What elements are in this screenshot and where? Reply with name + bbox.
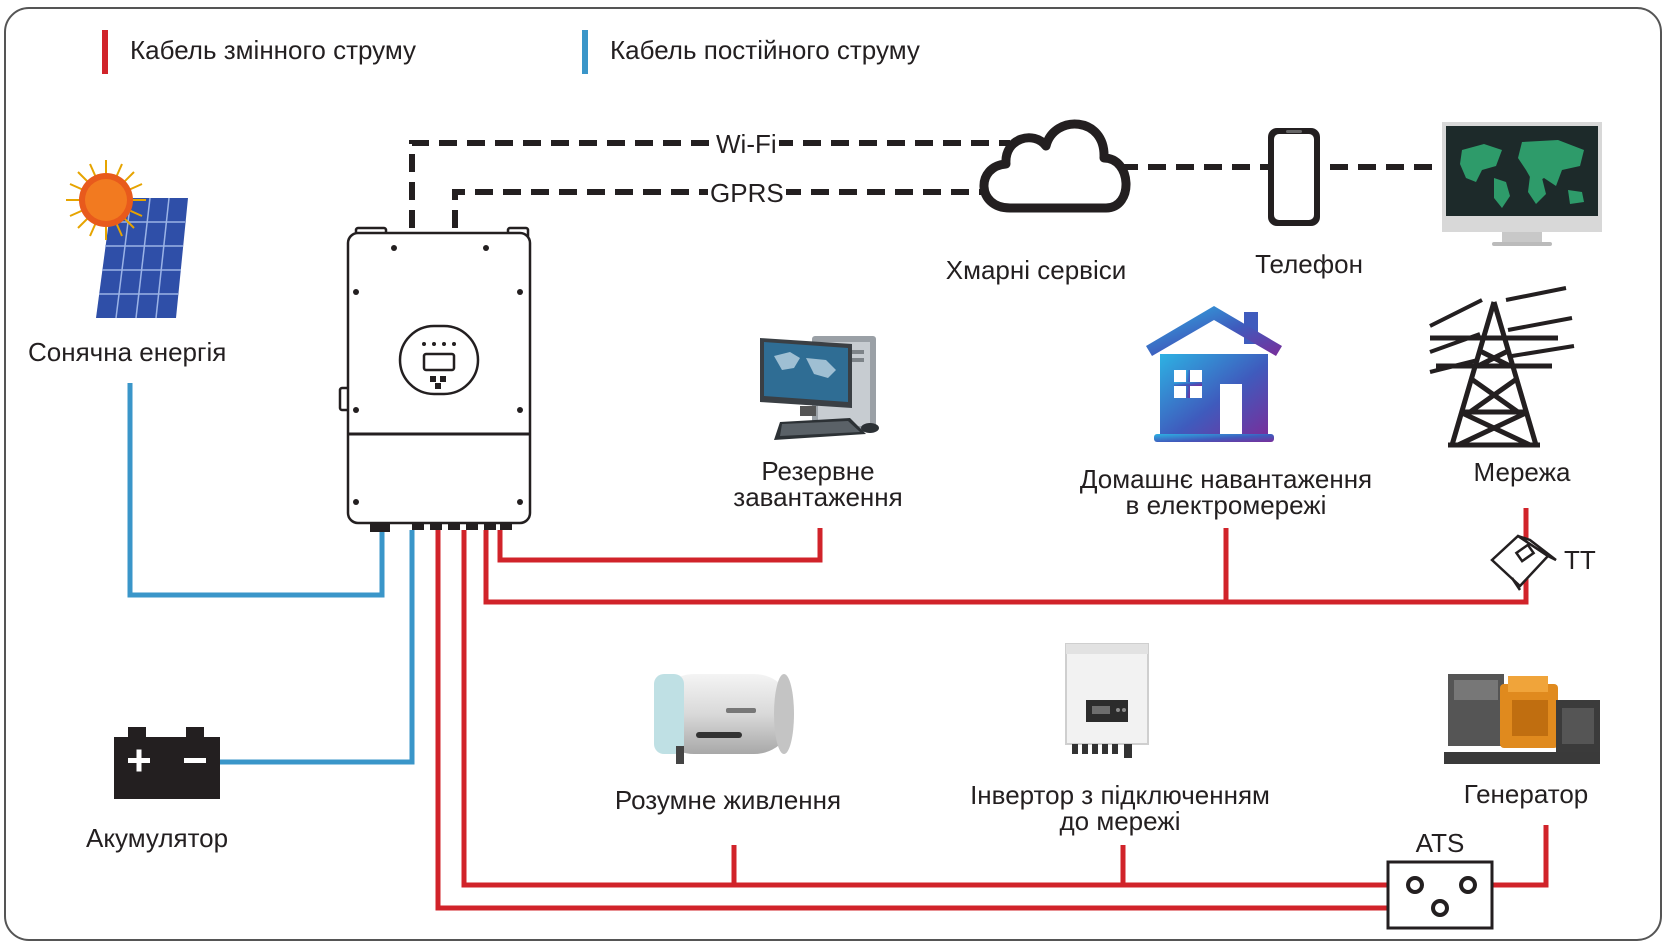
ats-label: ATS — [1415, 828, 1465, 858]
solar-label: Сонячна енергія — [28, 337, 227, 367]
power-tower-icon — [1429, 286, 1575, 448]
home-load-line-1: Домашнє навантаження — [1079, 464, 1373, 494]
home-load-line-2: в електромережі — [1125, 490, 1327, 520]
outer-frame — [4, 7, 1662, 941]
ct-clamp-icon — [1490, 534, 1557, 591]
battery-icon — [114, 727, 220, 799]
backup-load-line-1: Резервне — [761, 456, 875, 486]
generator-icon — [1444, 674, 1600, 764]
legend-dc-swatch — [582, 30, 588, 74]
generator-label: Генератор — [1463, 779, 1589, 809]
ats-box-icon — [1386, 860, 1494, 930]
gprs-label: GPRS — [708, 178, 786, 209]
wifi-label: Wi-Fi — [714, 129, 779, 160]
water-heater-icon — [654, 674, 794, 764]
cloud-label: Хмарні сервіси — [945, 255, 1127, 285]
grid-tie-inverter-line-2: до мережі — [1059, 806, 1181, 836]
home-load-label: Домашнє навантаження в електромережі — [1080, 466, 1372, 518]
comm-lines — [409, 140, 1442, 228]
grid-tie-inverter-line-1: Інвертор з підключенням — [970, 780, 1270, 810]
hybrid-inverter-icon — [338, 226, 532, 532]
grid-tie-inverter-label: Інвертор з підключенням до мережі — [970, 782, 1270, 834]
house-icon — [1146, 306, 1282, 442]
dc-cables — [127, 383, 415, 765]
solar-panel-icon — [66, 160, 188, 319]
battery-label: Акумулятор — [86, 823, 229, 853]
smart-load-label: Розумне живлення — [614, 785, 842, 815]
grid-tie-inverter-icon — [1065, 643, 1149, 758]
monitor-icon — [1442, 122, 1602, 246]
phone-icon — [1268, 128, 1320, 226]
backup-load-line-2: завантаження — [733, 482, 903, 512]
ct-label: ТТ — [1564, 545, 1596, 575]
backup-load-label: Резервне завантаження — [733, 458, 902, 510]
computer-icon — [760, 336, 879, 440]
legend-ac-label: Кабель змінного струму — [130, 35, 417, 65]
legend-ac-swatch — [102, 30, 108, 74]
phone-label: Телефон — [1255, 249, 1363, 279]
ac-cables — [435, 508, 1549, 911]
legend-dc-label: Кабель постійного струму — [610, 35, 920, 65]
cloud-icon — [979, 119, 1131, 213]
grid-label: Мережа — [1473, 457, 1571, 487]
